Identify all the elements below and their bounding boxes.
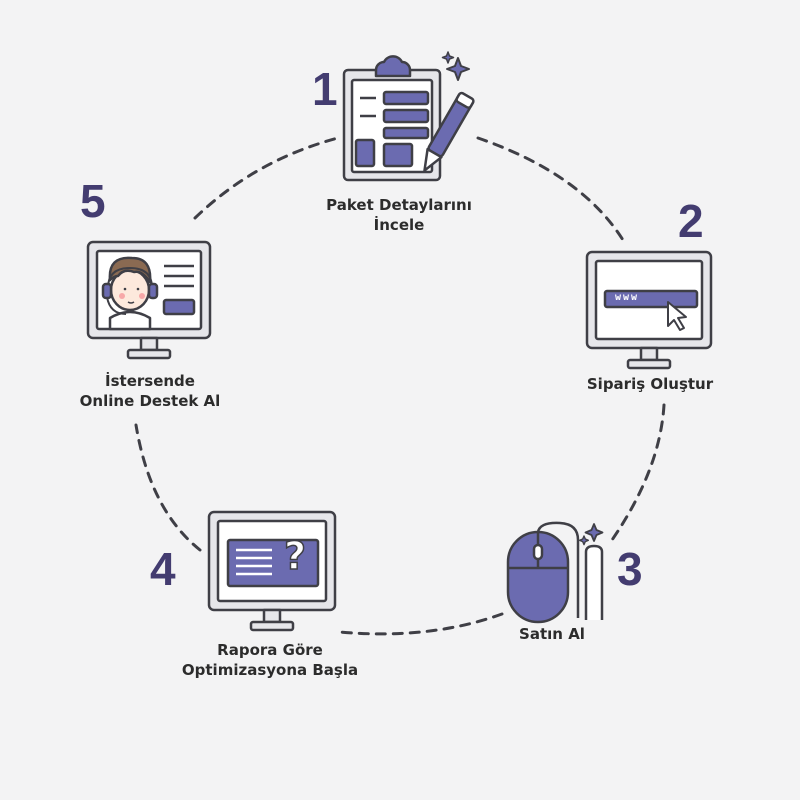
step-3-label: Satın Al: [519, 624, 585, 644]
url-bar-text: www: [615, 292, 640, 303]
step-1-label-line-1: Paket Detaylarını: [326, 196, 472, 214]
step-3-number: 3: [617, 543, 643, 595]
step-2-label: Sipariş Oluştur: [587, 374, 713, 394]
question-mark: ?: [283, 534, 307, 578]
browser-url-icon: [585, 250, 713, 370]
step-5-label-line-1: İstersende: [105, 372, 195, 390]
step-5-label: İstersende Online Destek Al: [80, 371, 221, 411]
connector-4-5: [134, 423, 202, 552]
step-5-label-line-2: Online Destek Al: [79, 392, 221, 410]
step-4-label-line-1: Rapora Göre: [217, 641, 323, 659]
step-4-number: 4: [150, 543, 176, 595]
computer-mouse-icon: [506, 521, 604, 624]
support-agent-monitor-icon: [86, 240, 212, 360]
step-1-label-line-2: İncele: [373, 216, 425, 234]
cycle-path: [134, 136, 666, 636]
connector-3-4: [338, 612, 504, 636]
connector-2-3: [610, 403, 666, 542]
connector-1-2: [476, 136, 628, 247]
step-1-number: 1: [312, 63, 338, 115]
step-4-label: Rapora Göre Optimizasyona Başla: [182, 640, 358, 680]
step-2-number: 2: [678, 195, 704, 247]
connector-5-1: [193, 136, 340, 220]
monitor-question-icon: [207, 510, 337, 632]
step-3-label-line-1: Satın Al: [519, 625, 585, 643]
clipboard-pen-icon: [342, 51, 475, 182]
step-4-label-line-2: Optimizasyona Başla: [181, 661, 359, 679]
step-5-number: 5: [80, 175, 106, 227]
step-1-label: Paket Detaylarını İncele: [326, 195, 472, 235]
step-2-label-line-1: Sipariş Oluştur: [586, 375, 714, 393]
